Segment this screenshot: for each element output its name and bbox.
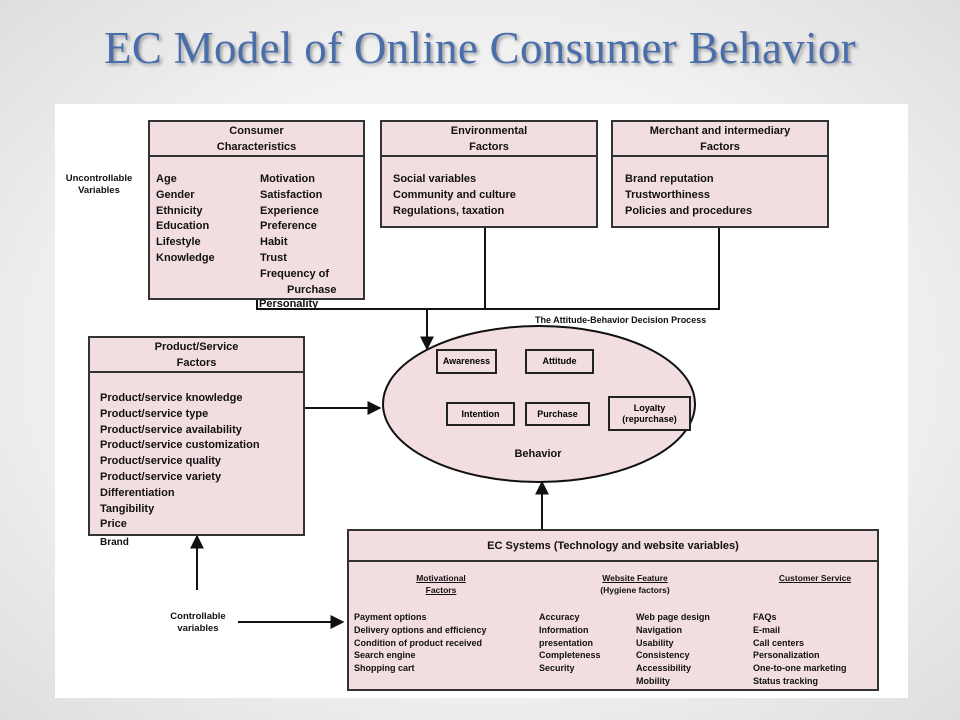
- merchant-factors-box: Merchant and intermediary Factors Brand …: [611, 120, 829, 228]
- merchant-connector: [256, 228, 720, 310]
- product-service-factors-box: Product/Service Factors Product/service …: [88, 336, 305, 536]
- consumer-list-overflow: Personality: [259, 298, 319, 310]
- behavior-label: Behavior: [514, 448, 562, 460]
- awareness-node: Awareness: [436, 349, 497, 374]
- uncontrollable-variables-label: Uncontrollable Variables: [65, 173, 133, 196]
- attitude-node: Attitude: [525, 349, 594, 374]
- environmental-factors-title: Environmental Factors: [382, 122, 596, 157]
- website-feature-heading: Website Feature (Hygiene factors): [600, 573, 670, 595]
- slide-title: EC Model of Online Consumer Behavior: [104, 23, 856, 73]
- ec-systems-box: EC Systems (Technology and website varia…: [347, 529, 879, 691]
- loyalty-node: Loyalty (repurchase): [608, 396, 691, 431]
- controllable-variables-label: Controllable variables: [170, 611, 226, 634]
- diagram-panel: Uncontrollable Variables Consumer Charac…: [55, 104, 908, 698]
- purchase-node: Purchase: [525, 402, 590, 426]
- merchant-factors-title: Merchant and intermediary Factors: [613, 122, 827, 157]
- customer-service-heading: Customer Service: [778, 573, 852, 583]
- product-service-factors-title: Product/Service Factors: [90, 338, 303, 373]
- intention-node: Intention: [446, 402, 515, 426]
- decision-process-label: The Attitude-Behavior Decision Process: [535, 315, 707, 325]
- ec-systems-title: EC Systems (Technology and website varia…: [349, 531, 877, 562]
- motivational-factors-heading: Motivational Factors: [416, 573, 466, 595]
- product-service-overflow: Brand: [100, 537, 129, 548]
- consumer-characteristics-title: Consumer Characteristics: [150, 122, 363, 157]
